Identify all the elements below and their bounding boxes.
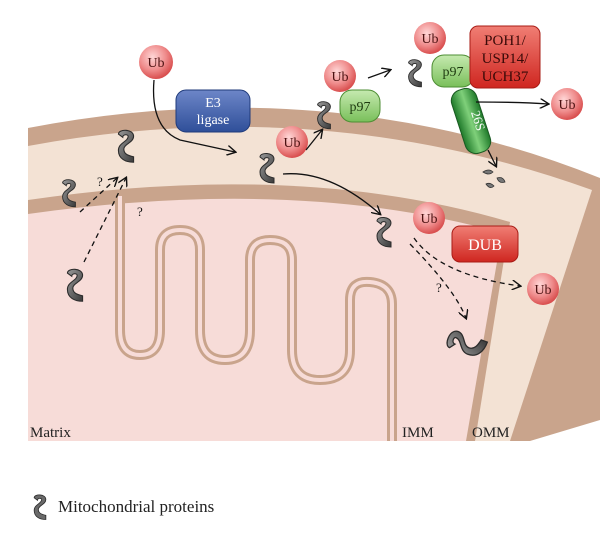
- legend: Mitochondrial proteins: [30, 490, 214, 524]
- ub-label: Ub: [283, 136, 300, 151]
- proteasome-26s: 26S: [450, 87, 492, 155]
- dub-box: [451, 225, 519, 263]
- arrow-icon: [152, 70, 548, 214]
- imm-label: IMM: [402, 425, 434, 441]
- matrix-area: [28, 198, 502, 441]
- ubiquitin-icon: Ub: [324, 60, 356, 92]
- ub-label: Ub: [558, 98, 575, 113]
- omm-label: OMM: [472, 425, 510, 441]
- dub-label: DUB: [468, 237, 502, 254]
- ub-label: Ub: [534, 283, 551, 298]
- ubiquitin-icon: Ub: [527, 273, 559, 305]
- ub-label: Ub: [420, 212, 437, 227]
- p97-box: [339, 89, 381, 123]
- ubiquitin-icon: Ub: [139, 45, 173, 79]
- e3-ligase-box: [175, 89, 251, 133]
- poh1-label-2: USP14/: [482, 51, 530, 67]
- matrix-label: Matrix: [30, 425, 71, 441]
- ub-label: Ub: [421, 32, 438, 47]
- poh1-label-1: POH1/: [484, 33, 527, 49]
- ubiquitin-icon: Ub: [276, 126, 308, 158]
- degraded-peptides-icon: [482, 169, 506, 188]
- legend-label: Mitochondrial proteins: [58, 497, 215, 516]
- cristae-lumen: [118, 196, 394, 441]
- ubiquitin-icon: Ub: [551, 88, 583, 120]
- ub-label: Ub: [147, 56, 164, 71]
- question-mark: ?: [97, 174, 103, 189]
- dashed-arrow-icon: [79, 178, 520, 318]
- ub-label: Ub: [331, 70, 348, 85]
- proteasome-label: 26S: [468, 109, 489, 133]
- e3-label-2: ligase: [197, 113, 230, 128]
- poh1-label-3: UCH37: [482, 69, 529, 85]
- ubiquitin-icon: Ub: [413, 202, 445, 234]
- question-mark: ?: [137, 204, 143, 219]
- p97-label: p97: [443, 65, 464, 80]
- ubiquitin-icon: Ub: [414, 22, 446, 54]
- poh1-usp14-uch37-box: [469, 25, 541, 89]
- p97-label: p97: [350, 100, 371, 115]
- question-mark: ?: [436, 280, 442, 295]
- protein-icon: [407, 58, 423, 88]
- e3-label-1: E3: [205, 96, 221, 111]
- protein-icon: [33, 494, 47, 520]
